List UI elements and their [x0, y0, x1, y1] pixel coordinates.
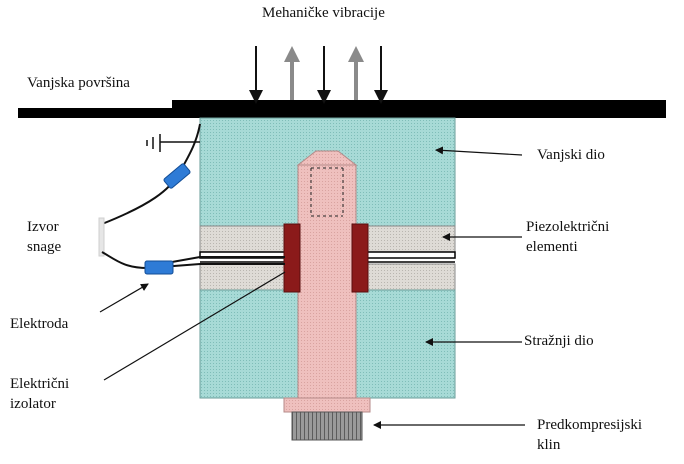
label-prestress-wedge: Predkompresijski klin: [537, 415, 642, 455]
pointer-insulator: [103, 271, 286, 381]
diagram-title: Mehaničke vibracije: [262, 5, 385, 21]
pointer-lines: [99, 146, 525, 429]
label-rear-part: Stražnji dio: [524, 333, 594, 349]
label-piezo-elements: Piezolektrični elementi: [526, 217, 609, 257]
label-power-line2: snage: [27, 239, 62, 255]
label-power-line1: Izvor: [27, 219, 59, 235]
bolt-thread-dashed: [310, 167, 344, 217]
vibration-arrow-in: [374, 46, 388, 104]
label-piezo-line1: Piezolektrični: [526, 219, 610, 235]
power-source-terminal: [98, 217, 105, 257]
insulator-left: [283, 223, 301, 293]
connector-lower: [144, 260, 174, 275]
pointer-outer-part: [435, 146, 523, 156]
label-piezo-line2: elementi: [526, 239, 578, 255]
label-electrode: Elektroda: [10, 316, 69, 332]
label-insulator: Električni izolator: [10, 374, 69, 414]
vibration-arrow-in: [317, 46, 331, 104]
insulator-right: [351, 223, 369, 293]
connector-upper: [163, 163, 191, 189]
label-prestress-line1: Predkompresijski: [537, 417, 642, 433]
electrode-wire-upper: [171, 256, 285, 263]
pointer-electrode: [99, 283, 149, 313]
label-prestress-line2: klin: [537, 437, 561, 453]
prestress-nut: [283, 397, 371, 441]
label-outer-surface: Vanjska površina: [27, 75, 130, 91]
label-outer-part: Vanjski dio: [537, 147, 605, 163]
center-bolt: [296, 150, 358, 399]
vibration-arrows: [249, 46, 388, 104]
label-insulator-line2: izolator: [10, 396, 56, 412]
label-power-source: Izvor snage: [27, 217, 61, 257]
outer-surface-bar: [18, 100, 666, 118]
vibration-arrow-out: [348, 46, 364, 100]
label-insulator-line1: Električni: [10, 376, 70, 392]
ground-symbol: [146, 134, 200, 152]
vibration-arrow-out: [284, 46, 300, 100]
vibration-arrow-in: [249, 46, 263, 104]
